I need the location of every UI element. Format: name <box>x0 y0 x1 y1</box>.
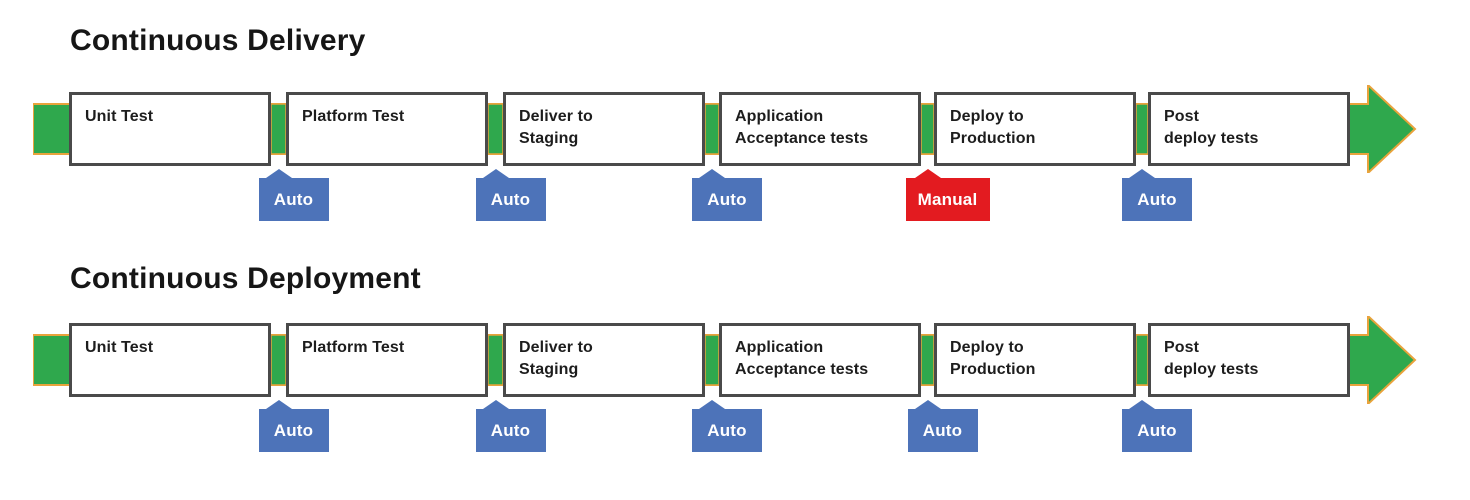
gate-notch <box>265 169 292 178</box>
gate-label: Auto <box>707 189 747 209</box>
stage-box: Platform Test <box>286 323 488 397</box>
arrow-gap-segment <box>920 103 935 155</box>
arrow-gap-segment <box>920 334 935 386</box>
stage-box: Application Acceptance tests <box>719 323 921 397</box>
stage-box: Deliver to Staging <box>503 323 705 397</box>
arrow-gap-segment <box>487 103 504 155</box>
stage-label: Post deploy tests <box>1164 339 1259 378</box>
arrow-gap-segment <box>1135 334 1149 386</box>
stage-box: Deploy to Production <box>934 92 1136 166</box>
pipeline-title-continuous-delivery: Continuous Delivery <box>70 24 366 57</box>
gate-label: Auto <box>707 420 747 440</box>
stage-label: Deliver to Staging <box>519 108 593 147</box>
pipeline-title-continuous-deployment: Continuous Deployment <box>70 262 421 295</box>
gate-badge-auto: Auto <box>1122 400 1192 452</box>
stage-label: Deploy to Production <box>950 339 1036 378</box>
stage-box: Deploy to Production <box>934 323 1136 397</box>
gate-notch <box>699 169 725 178</box>
gate-label: Auto <box>490 420 531 440</box>
gate-label: Auto <box>922 420 963 440</box>
gate-label: Auto <box>273 189 314 209</box>
gate-badge-auto: Auto <box>258 400 329 452</box>
stage-box: Unit Test <box>69 92 271 166</box>
gate-badge-auto: Auto <box>692 169 762 221</box>
pipeline-row-continuous-delivery: Unit Test Platform Test Deliver to Staging… <box>0 85 1470 225</box>
arrow-gap-segment <box>1135 103 1149 155</box>
stage-box: Deliver to Staging <box>503 92 705 166</box>
gate-label: Auto <box>1137 420 1177 440</box>
gate-notch <box>482 169 509 178</box>
arrow-gap-segment <box>270 103 287 155</box>
gate-notch <box>482 400 509 409</box>
stage-box: Platform Test <box>286 92 488 166</box>
gate-badge-manual: Manual <box>905 169 990 221</box>
stage-label: Platform Test <box>302 108 405 125</box>
arrow-gap-segment <box>487 334 504 386</box>
stage-label: Application Acceptance tests <box>735 108 869 147</box>
stage-box: Post deploy tests <box>1148 92 1350 166</box>
stage-label: Post deploy tests <box>1164 108 1259 147</box>
gate-notch <box>1129 169 1155 178</box>
pipeline-row-continuous-deployment: Unit Test Platform Test Deliver to Staging… <box>0 316 1470 456</box>
stage-box: Unit Test <box>69 323 271 397</box>
stage-box: Post deploy tests <box>1148 323 1350 397</box>
stage-label: Application Acceptance tests <box>735 339 869 378</box>
stage-box: Application Acceptance tests <box>719 92 921 166</box>
gate-label: Auto <box>490 189 531 209</box>
gate-label: Auto <box>1137 189 1177 209</box>
gate-notch <box>914 169 941 178</box>
gate-notch <box>699 400 725 409</box>
arrow-gap-segment <box>270 334 287 386</box>
stage-label: Deliver to Staging <box>519 339 593 378</box>
stage-label: Deploy to Production <box>950 108 1036 147</box>
gate-notch <box>265 400 292 409</box>
gate-badge-auto: Auto <box>907 400 978 452</box>
gate-badge-auto: Auto <box>475 169 546 221</box>
stage-label: Unit Test <box>85 339 154 356</box>
gate-badge-auto: Auto <box>475 400 546 452</box>
stage-label: Platform Test <box>302 339 405 356</box>
gate-label: Auto <box>273 420 314 440</box>
stage-label: Unit Test <box>85 108 154 125</box>
gate-notch <box>1129 400 1155 409</box>
gate-label: Manual <box>917 189 978 209</box>
arrow-gap-segment <box>704 103 720 155</box>
gate-badge-auto: Auto <box>258 169 329 221</box>
arrow-gap-segment <box>704 334 720 386</box>
gate-badge-auto: Auto <box>1122 169 1192 221</box>
gate-notch <box>914 400 941 409</box>
gate-badge-auto: Auto <box>692 400 762 452</box>
